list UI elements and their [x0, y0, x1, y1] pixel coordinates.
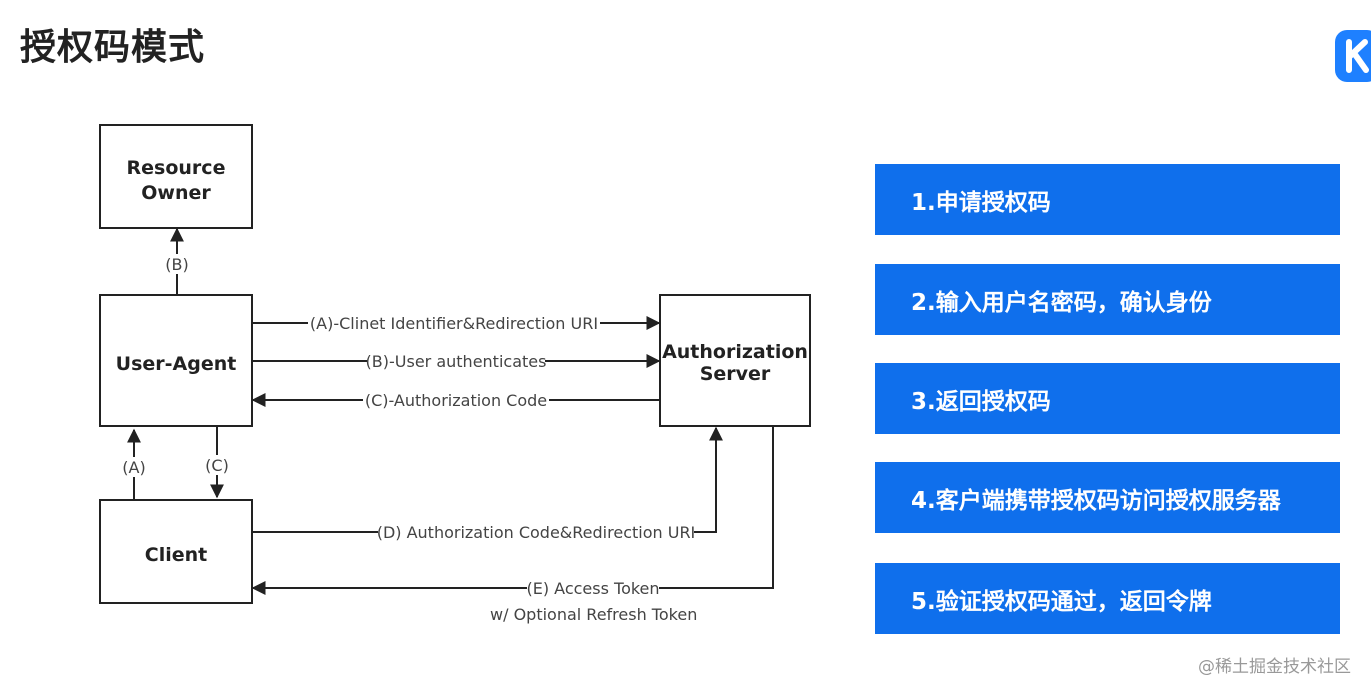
page-title: 授权码模式: [20, 27, 206, 68]
flow-a-up-label: (A): [122, 458, 145, 477]
step-1: 1.申请授权码: [875, 164, 1340, 235]
client-label: Client: [145, 544, 207, 566]
flow-b-owner-label: (B): [165, 255, 188, 274]
step-4: 4.客户端携带授权码访问授权服务器: [875, 462, 1340, 533]
flow-b-label: (B)-User authenticates: [366, 352, 547, 371]
user-agent-box: User-Agent: [99, 294, 253, 427]
authorization-server-label-line2: Server: [700, 363, 771, 385]
resource-owner-label-line2: Owner: [141, 182, 211, 204]
flow-a-label: (A)-Clinet Identifier&Redirection URI: [310, 314, 598, 333]
step-2: 2.输入用户名密码，确认身份: [875, 264, 1340, 335]
watermark: @稀土掘金技术社区: [1198, 657, 1351, 677]
flow-c-down-label: (C): [205, 456, 229, 475]
step-3: 3.返回授权码: [875, 363, 1340, 434]
resource-owner-label-line1: Resource: [127, 157, 226, 179]
flow-d-label: (D) Authorization Code&Redirection URI: [377, 523, 696, 542]
authorization-server-box: Authorization Server: [659, 294, 811, 427]
resource-owner-box: Resource Owner: [99, 124, 253, 229]
flow-c-label: (C)-Authorization Code: [365, 391, 547, 410]
step-5: 5.验证授权码通过，返回令牌: [875, 563, 1340, 634]
authorization-server-label-line1: Authorization: [662, 341, 808, 363]
flow-d-arrow: [252, 426, 723, 533]
flow-e-label: (E) Access Token: [526, 579, 659, 598]
flow-e-arrow: [251, 426, 774, 595]
juejin-logo-icon: [1335, 30, 1371, 82]
flow-e-refresh-label: w/ Optional Refresh Token: [490, 605, 697, 624]
user-agent-label: User-Agent: [116, 353, 237, 375]
client-box: Client: [99, 499, 253, 604]
